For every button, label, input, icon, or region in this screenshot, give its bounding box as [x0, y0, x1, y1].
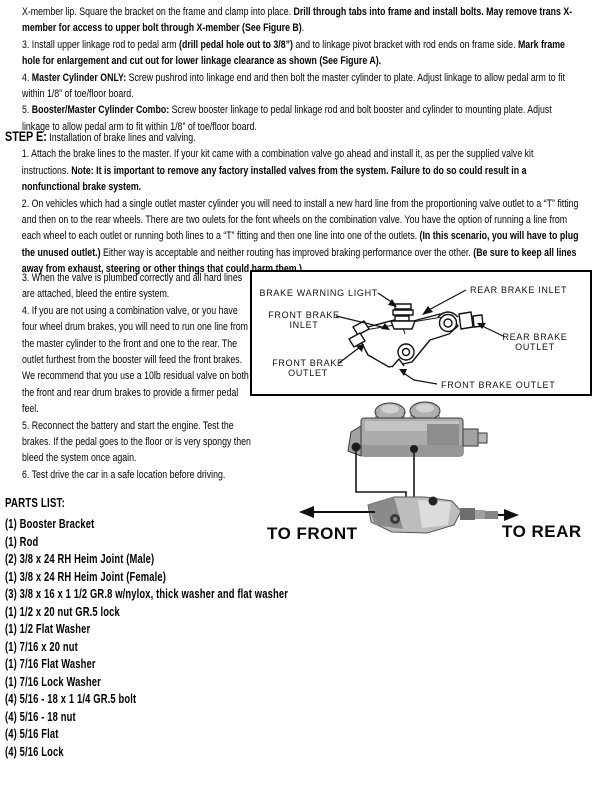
- combination-valve-figure: BRAKE WARNING LIGHT REAR BRAKE INLET FRO…: [260, 285, 567, 390]
- step-e-items-left-column: 3. When the valve is plumbed correctly a…: [22, 270, 254, 483]
- to-front-arrow: [299, 506, 375, 518]
- parts-list-item: (1) Booster Bracket: [5, 517, 95, 531]
- parts-list-item: (1) 7/16 Flat Washer: [5, 657, 96, 671]
- step-e-heading: STEP E: Installation of brake lines and …: [5, 129, 579, 146]
- label-front-brake-outlet-line2: OUTLET: [288, 368, 328, 378]
- step-e-item-4: 4. If you are not using a combination va…: [22, 304, 249, 416]
- parts-list-item: (1) 1/2 x 20 nut GR.5 lock: [5, 604, 120, 619]
- leader-lines: [335, 289, 506, 385]
- to-front-label: TO FRONT: [267, 524, 358, 543]
- step-e-subtitle: Installation of brake lines and valving.: [46, 132, 196, 144]
- parts-list-item: (2) 3/8 x 24 RH Heim Joint (Male): [5, 552, 155, 566]
- leader-arrowheads: [356, 299, 486, 376]
- label-rear-brake-outlet-line1: REAR BRAKE: [502, 332, 567, 342]
- paragraph: 3. Install upper linkage rod to pedal ar…: [22, 38, 565, 68]
- step-e-section: STEP E: Installation of brake lines and …: [5, 129, 579, 278]
- routing-figure: TO FRONT TO REAR: [267, 401, 582, 543]
- label-brake-warning-light: BRAKE WARNING LIGHT: [260, 288, 378, 298]
- label-front-brake-inlet-line1: FRONT BRAKE: [268, 310, 340, 320]
- parts-list-section: PARTS LIST: (1) Booster Bracket (1) Rod (2…: [5, 494, 530, 761]
- parts-list-item: (1) Rod: [5, 534, 39, 549]
- intro-paragraphs: X-member lip. Square the bracket on the …: [22, 4, 578, 135]
- parts-list-item: (1) 1/2 Flat Washer: [5, 622, 91, 636]
- paragraph: X-member lip. Square the bracket on the …: [22, 6, 573, 35]
- combination-valve-drawing: [348, 303, 484, 368]
- parts-list-item: (1) 7/16 Lock Washer: [5, 674, 101, 689]
- combination-valve-diagram: BRAKE WARNING LIGHT REAR BRAKE INLET FRO…: [250, 270, 592, 396]
- parts-list-heading: PARTS LIST:: [5, 495, 65, 510]
- label-rear-brake-outlet-line2: OUTLET: [515, 342, 555, 352]
- label-front-brake-outlet-line1: FRONT BRAKE: [272, 358, 344, 368]
- paragraph: 5. Booster/Master Cylinder Combo: Screw …: [22, 104, 552, 133]
- paragraph: 4. Master Cylinder ONLY: Screw pushrod i…: [22, 71, 565, 101]
- to-rear-arrow: [498, 509, 519, 521]
- combination-valve-photo: [367, 496, 498, 534]
- step-e-item-2: 2. On vehicles which had a single outlet…: [21, 197, 579, 276]
- label-rear-brake-inlet: REAR BRAKE INLET: [470, 285, 567, 295]
- to-rear-label: TO REAR: [502, 522, 582, 541]
- parts-list-item: (3) 3/8 x 16 x 1 1/2 GR.8 w/nylox, thick…: [5, 587, 289, 601]
- parts-list-item: (4) 5/16 Lock: [5, 744, 64, 759]
- step-e-item-6: 6. Test drive the car in a safe location…: [22, 468, 226, 481]
- step-e-item-3: 3. When the valve is plumbed correctly a…: [22, 272, 243, 301]
- label-front-brake-inlet-line2: INLET: [289, 320, 318, 330]
- step-e-item-1: 1. Attach the brake lines to the master.…: [21, 148, 534, 194]
- parts-list: (1) Booster Bracket (1) Rod (2) 3/8 x 24 R…: [5, 516, 530, 761]
- label-front-brake-outlet-bottom: FRONT BRAKE OUTLET: [441, 380, 555, 390]
- parts-list-item: (1) 3/8 x 24 RH Heim Joint (Female): [5, 569, 167, 584]
- step-e-title: STEP E:: [5, 129, 47, 144]
- parts-list-item: (1) 7/16 x 20 nut: [5, 639, 78, 654]
- parts-list-item: (4) 5/16 Flat: [5, 727, 59, 741]
- master-cylinder-photo: [347, 401, 488, 457]
- parts-list-item: (4) 5/16 - 18 nut: [5, 709, 76, 724]
- parts-list-item: (4) 5/16 - 18 x 1 1/4 GR.5 bolt: [5, 692, 137, 706]
- master-cylinder-routing-diagram: TO FRONT TO REAR: [255, 398, 600, 548]
- step-e-item-5: 5. Reconnect the battery and start the e…: [22, 419, 251, 465]
